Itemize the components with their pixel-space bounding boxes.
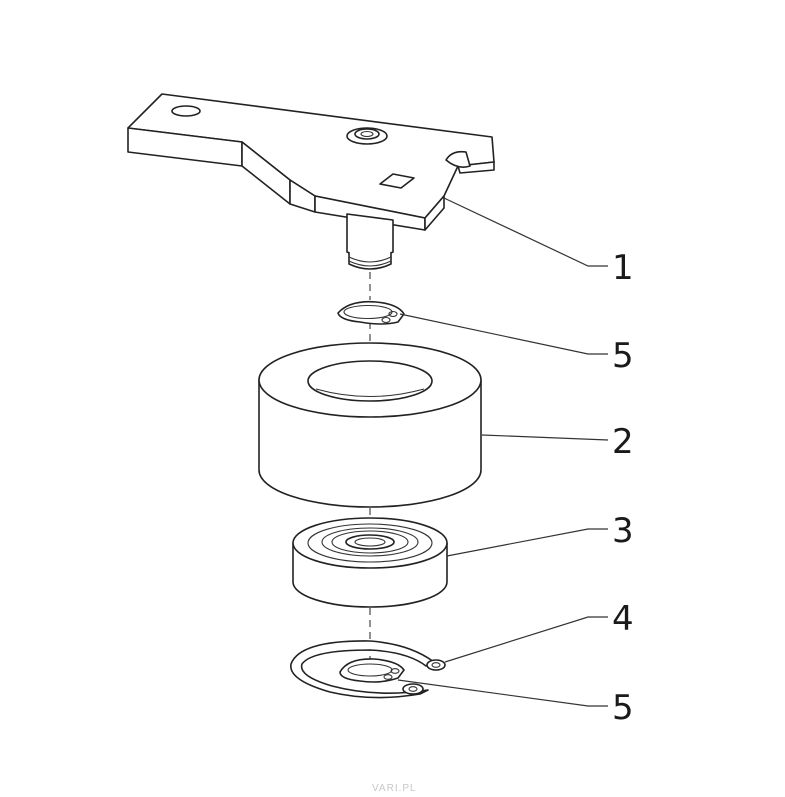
part-4-retaining-ring	[290, 640, 446, 699]
leader-2	[481, 434, 609, 441]
label-5-lower: 5	[612, 688, 634, 728]
part-5-upper-retaining-clip	[337, 300, 405, 325]
part-2-roller	[258, 342, 482, 508]
leader-5-lower	[397, 679, 608, 707]
part-1-bracket	[127, 93, 495, 270]
label-2: 2	[612, 422, 634, 462]
label-3: 3	[612, 511, 634, 551]
label-5-upper: 5	[612, 336, 634, 376]
leader-1	[443, 197, 608, 267]
part-5-lower-retaining-clip	[339, 658, 405, 683]
part-labels: 1 5 2 3 4 5	[612, 248, 634, 728]
leader-5-upper	[399, 313, 608, 355]
leader-3	[446, 528, 608, 557]
leader-4	[444, 616, 608, 663]
part-3-bearing	[292, 517, 448, 608]
leader-lines	[397, 197, 609, 707]
label-4: 4	[612, 599, 634, 639]
label-1: 1	[612, 248, 634, 288]
watermark: VARI.PL	[372, 783, 417, 794]
